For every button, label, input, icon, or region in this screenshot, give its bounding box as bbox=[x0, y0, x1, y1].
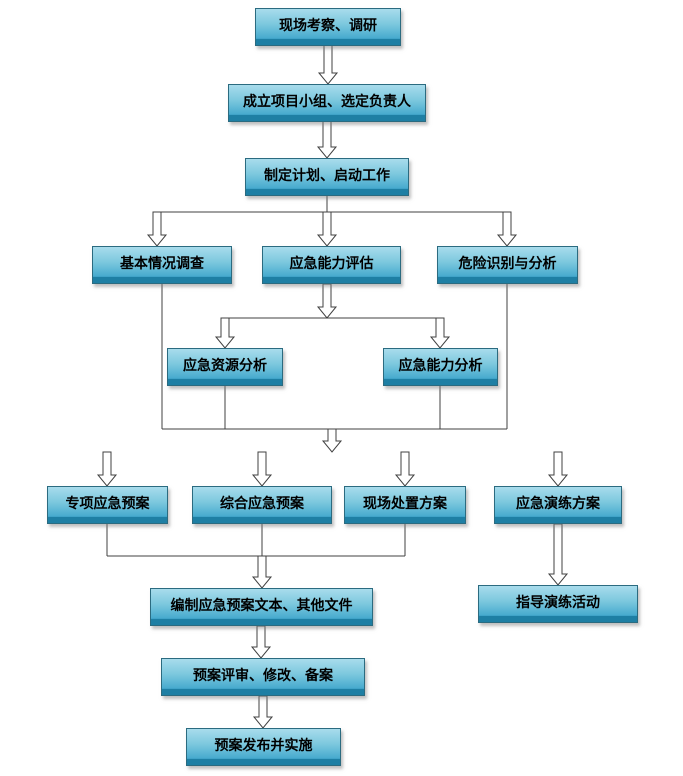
node-comprehensive-plan-label: 综合应急预案 bbox=[220, 496, 304, 513]
arrow-to-capability-analysis-icon bbox=[429, 317, 451, 349]
arrow-compile-to-review-icon bbox=[250, 625, 272, 659]
node-review-label: 预案评审、修改、备案 bbox=[193, 668, 333, 685]
arrow-to-comprehensive-plan-icon bbox=[251, 451, 273, 487]
arrow-drill-to-guide-icon bbox=[547, 523, 569, 586]
node-resource-analysis: 应急资源分析 bbox=[167, 348, 283, 386]
node-hazard: 危险识别与分析 bbox=[437, 246, 578, 284]
arrow-survey-to-team-icon bbox=[317, 43, 339, 85]
arrow-review-to-publish-icon bbox=[252, 695, 274, 729]
arrow-to-resource-analysis-icon bbox=[214, 317, 236, 349]
node-special-plan: 专项应急预案 bbox=[47, 486, 168, 524]
node-survey: 现场考察、调研 bbox=[255, 8, 401, 46]
node-special-plan-label: 专项应急预案 bbox=[65, 496, 150, 513]
node-resource-analysis-label: 应急资源分析 bbox=[183, 358, 267, 375]
node-plan-label: 制定计划、启动工作 bbox=[264, 168, 390, 185]
node-guide-drill-label: 指导演练活动 bbox=[516, 595, 600, 612]
arrow-to-basic-icon bbox=[146, 211, 168, 247]
node-team-label: 成立项目小组、选定负责人 bbox=[243, 94, 411, 111]
node-capability-analysis: 应急能力分析 bbox=[383, 348, 498, 386]
node-team: 成立项目小组、选定负责人 bbox=[228, 84, 426, 122]
node-onsite-plan: 现场处置方案 bbox=[344, 486, 466, 524]
node-onsite-plan-label: 现场处置方案 bbox=[363, 496, 447, 513]
arrow-to-hazard-icon bbox=[496, 211, 518, 247]
node-basic-label: 基本情况调查 bbox=[120, 256, 204, 273]
node-basic: 基本情况调查 bbox=[92, 246, 232, 284]
arrow-to-onsite-plan-icon bbox=[394, 451, 416, 487]
node-hazard-label: 危险识别与分析 bbox=[458, 256, 557, 273]
node-publish: 预案发布并实施 bbox=[186, 728, 341, 766]
arrow-to-special-plan-icon bbox=[96, 451, 118, 487]
node-compile-label: 编制应急预案文本、其他文件 bbox=[170, 598, 353, 615]
arrow-to-compile-icon bbox=[251, 555, 273, 589]
arrow-team-to-plan-icon bbox=[316, 120, 338, 159]
arrow-eval-to-junction-icon bbox=[316, 283, 338, 319]
node-plan: 制定计划、启动工作 bbox=[245, 158, 409, 196]
arrow-collector-to-plans-icon bbox=[321, 428, 343, 453]
node-publish-label: 预案发布并实施 bbox=[214, 738, 313, 755]
arrow-to-capability-eval-icon bbox=[316, 211, 338, 247]
arrow-to-drill-plan-icon bbox=[547, 451, 569, 487]
node-drill-plan-label: 应急演练方案 bbox=[516, 496, 600, 513]
node-drill-plan: 应急演练方案 bbox=[494, 486, 622, 524]
node-guide-drill: 指导演练活动 bbox=[478, 585, 638, 623]
node-capability-eval-label: 应急能力评估 bbox=[289, 256, 374, 273]
node-survey-label: 现场考察、调研 bbox=[279, 18, 377, 35]
node-compile: 编制应急预案文本、其他文件 bbox=[150, 588, 373, 626]
node-capability-analysis-label: 应急能力分析 bbox=[398, 358, 483, 375]
node-comprehensive-plan: 综合应急预案 bbox=[192, 486, 332, 524]
node-review: 预案评审、修改、备案 bbox=[161, 658, 365, 696]
node-capability-eval: 应急能力评估 bbox=[262, 246, 401, 284]
